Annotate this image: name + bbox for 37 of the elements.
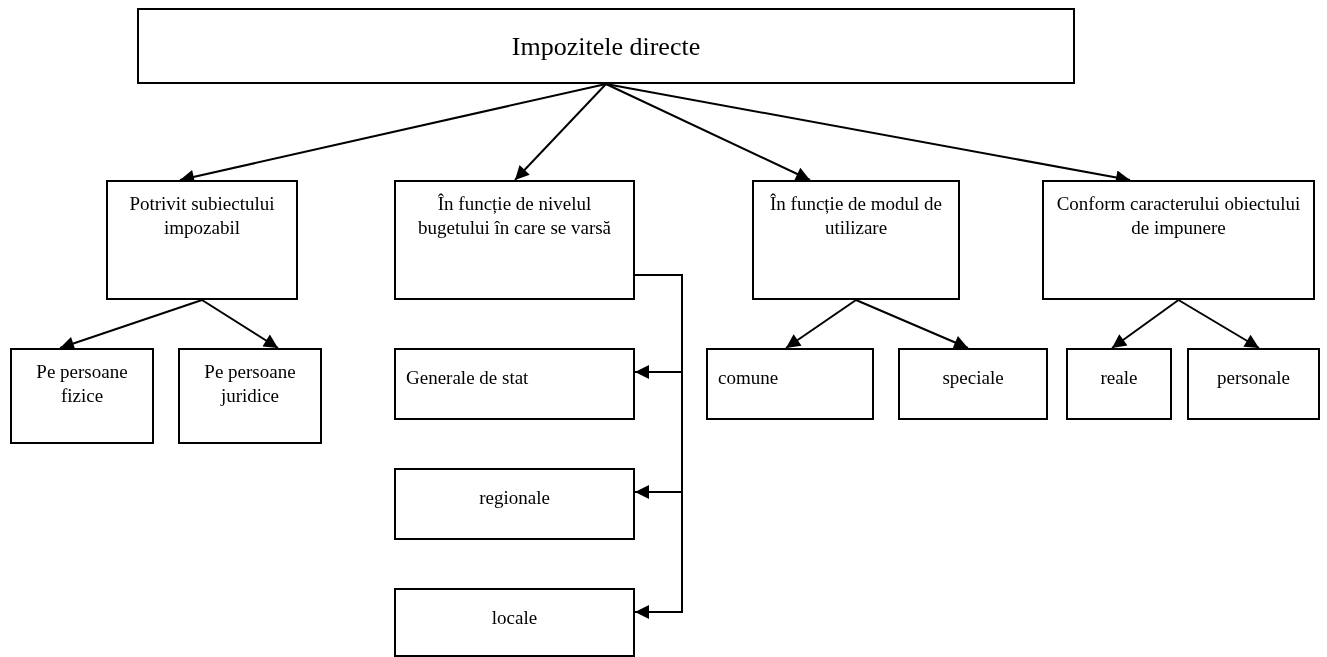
box-label: personale xyxy=(1217,366,1290,390)
category-box xyxy=(752,180,960,300)
category-box xyxy=(137,8,1075,84)
category-box xyxy=(178,348,322,444)
arrow xyxy=(201,299,279,349)
category-box xyxy=(898,348,1048,420)
category-box xyxy=(1042,180,1315,300)
category-box xyxy=(10,348,154,444)
box-label: Conform caracterului obiectului de impunere xyxy=(1055,192,1302,240)
box-label: speciale xyxy=(942,366,1004,390)
arrow xyxy=(785,299,857,349)
title-text: Impozitele directe xyxy=(511,30,701,62)
arrow xyxy=(59,299,203,351)
arrow xyxy=(514,83,607,181)
category-box xyxy=(706,348,874,420)
box-label: Generale de stat xyxy=(405,366,529,390)
category-box xyxy=(106,180,298,300)
arrow xyxy=(605,83,811,181)
category-box xyxy=(394,468,635,540)
category-box xyxy=(1066,348,1172,420)
box-label: În funcție de modul de utilizare xyxy=(769,192,943,240)
box-label: În funcție de nivelul bugetului în care se varsă xyxy=(416,192,613,240)
box-label: locale xyxy=(491,606,538,630)
box-label: Pe persoane juridice xyxy=(203,360,297,408)
box-label: regionale xyxy=(479,486,550,510)
category-box xyxy=(394,588,635,657)
category-box xyxy=(1187,348,1320,420)
category-box xyxy=(394,180,635,300)
arrow xyxy=(1177,299,1260,349)
arrow xyxy=(634,274,683,619)
box-label: Pe persoane fizice xyxy=(35,360,129,408)
box-label: Potrivit subiectului impozabil xyxy=(128,192,276,240)
arrow xyxy=(855,299,969,349)
category-box xyxy=(394,348,635,420)
box-label: reale xyxy=(1100,366,1138,390)
arrow xyxy=(1111,299,1180,349)
box-label: comune xyxy=(717,366,779,390)
